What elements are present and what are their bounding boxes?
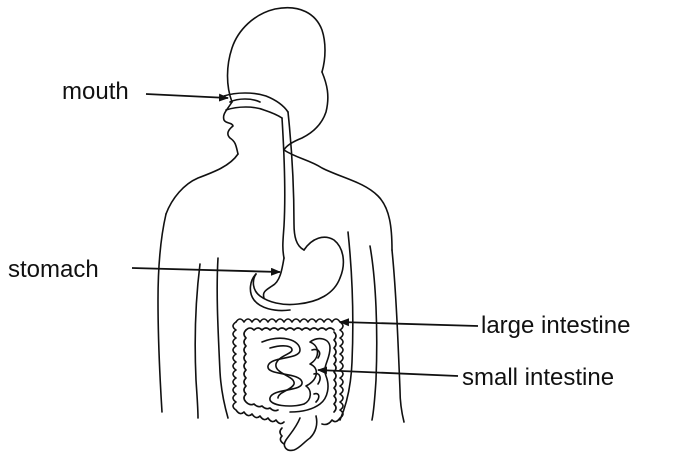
rectum-wavy: [280, 428, 284, 444]
mouth-cavity: [224, 93, 288, 112]
label-stomach: stomach: [8, 258, 99, 282]
mouth-floor: [226, 107, 282, 118]
neck-right: [284, 150, 392, 250]
rectum: [284, 416, 316, 450]
label-mouth: mouth: [62, 80, 129, 104]
large-intestine: [236, 319, 343, 425]
body-outline: [158, 8, 404, 422]
left-arm-outer: [158, 214, 166, 412]
right-arm-inner: [370, 246, 377, 420]
small-intestine-pointer: [318, 370, 458, 376]
stomach-pointer: [132, 268, 280, 272]
large-intestine-left-inner: [244, 330, 278, 411]
tongue: [230, 99, 260, 102]
label-large-intestine: large intestine: [481, 314, 630, 338]
head-outline: [228, 8, 326, 102]
neck-left: [166, 154, 238, 214]
esophagus-left: [282, 118, 285, 258]
right-arm-outer: [392, 250, 404, 422]
left-arm-inner: [195, 264, 200, 418]
large-intestine-pointer: [340, 322, 478, 326]
stomach-inner: [263, 258, 284, 298]
left-torso: [217, 258, 228, 418]
small-intestine-inner: [270, 346, 320, 402]
mouth-pointer: [146, 94, 228, 98]
label-small-intestine: small intestine: [462, 366, 614, 390]
esophagus-right: [288, 112, 304, 250]
